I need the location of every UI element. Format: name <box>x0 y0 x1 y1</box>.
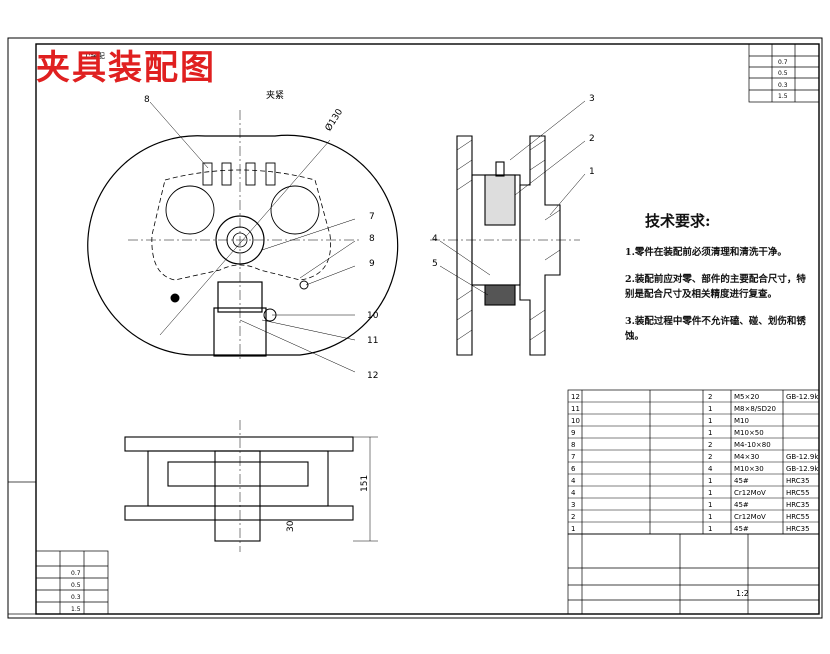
outer-border <box>7 37 823 619</box>
parts-cell-qty: 1 <box>708 417 712 425</box>
parts-cell-no: 7 <box>571 453 575 461</box>
parts-cell-spec: M5×20 <box>734 393 759 401</box>
tech-req-item: 3.装配过程中零件不允许磕、碰、划伤和锈蚀。 <box>625 316 806 342</box>
parts-cell-spec: M4-10×80 <box>734 441 771 449</box>
callout: 1 <box>589 167 595 177</box>
tr-table-value: 0.7 <box>778 59 788 66</box>
parts-cell-qty: 2 <box>708 453 712 461</box>
scale-value: 1:2 <box>736 589 749 598</box>
parts-cell-std: GB-12.9k <box>786 465 819 473</box>
front-view <box>87 110 399 360</box>
drawing-title: 夹具装配图 <box>36 48 216 88</box>
section-view <box>430 135 580 356</box>
tech-req-item: 2.装配前应对零、部件的主要配合尺寸，特别是配合尺寸及相关精度进行复查。 <box>625 274 806 300</box>
tech-req-item: 1.零件在装配前必须清理和清洗干净。 <box>625 247 787 258</box>
parts-cell-no: 12 <box>571 393 580 401</box>
parts-cell-spec: M10×30 <box>734 465 764 473</box>
callout: 11 <box>367 336 378 346</box>
bottom-view <box>124 420 378 552</box>
diameter-label: Ø130 <box>323 107 345 134</box>
dimension-base: 30 <box>286 520 296 532</box>
parts-cell-spec: M10×50 <box>734 429 764 437</box>
left-table-value: 1.5 <box>71 606 81 613</box>
parts-cell-std: HRC35 <box>786 477 810 485</box>
tr-table-value: 0.3 <box>778 82 788 89</box>
callout: 2 <box>589 134 595 144</box>
left-table-value: 0.5 <box>71 582 81 589</box>
callout: 3 <box>589 94 595 104</box>
technical-requirements: 技术要求: 1.零件在装配前必须清理和清洗干净。 2.装配前应对零、部件的主要配… <box>625 210 815 356</box>
callout: 10 <box>367 311 379 321</box>
parts-cell-spec: Cr12MoV <box>734 489 766 497</box>
callout: 8 <box>144 95 150 105</box>
parts-cell-std: HRC35 <box>786 525 810 533</box>
parts-cell-qty: 1 <box>708 405 712 413</box>
parts-cell-spec: M4×30 <box>734 453 759 461</box>
parts-cell-spec: Cr12MoV <box>734 513 766 521</box>
callout: 9 <box>369 259 375 269</box>
left-table <box>7 481 109 615</box>
parts-cell-qty: 2 <box>708 393 712 401</box>
parts-cell-no: 4 <box>571 489 576 497</box>
callout: 12 <box>367 371 378 381</box>
callout: 7 <box>369 212 375 222</box>
corner-label: 1:装配 <box>84 51 105 60</box>
parts-cell-spec: M8×8/SD20 <box>734 405 776 413</box>
parts-cell-spec: M10 <box>734 417 749 425</box>
inner-border <box>35 43 820 615</box>
parts-cell-no: 9 <box>571 429 575 437</box>
parts-cell-std: GB-12.9k <box>786 453 819 461</box>
tr-table-value: 1.5 <box>778 93 788 100</box>
parts-cell-qty: 1 <box>708 513 712 521</box>
parts-cell-qty: 2 <box>708 441 712 449</box>
callout: 4 <box>432 234 438 244</box>
tr-table-value: 0.5 <box>778 70 788 77</box>
parts-cell-spec: 45# <box>734 501 749 509</box>
parts-cell-spec: 45# <box>734 477 749 485</box>
callout: 8 <box>369 234 375 244</box>
top-right-table <box>748 43 820 103</box>
parts-cell-no: 11 <box>571 405 580 413</box>
parts-cell-std: HRC35 <box>786 501 810 509</box>
parts-cell-std: HRC55 <box>786 513 810 521</box>
parts-list-grid <box>567 389 820 615</box>
parts-cell-spec: 45# <box>734 525 749 533</box>
parts-cell-no: 2 <box>571 513 575 521</box>
parts-cell-no: 6 <box>571 465 576 473</box>
parts-cell-qty: 1 <box>708 501 712 509</box>
dimension-height: 151 <box>360 475 370 492</box>
parts-cell-no: 4 <box>571 477 576 485</box>
parts-cell-no: 10 <box>571 417 580 425</box>
tech-req-heading: 技术要求: <box>645 212 711 230</box>
left-table-value: 0.7 <box>71 570 81 577</box>
clamp-label: 夹紧 <box>266 89 284 101</box>
left-table-value: 0.3 <box>71 594 81 601</box>
parts-cell-std: HRC55 <box>786 489 810 497</box>
parts-cell-no: 1 <box>571 525 575 533</box>
callout: 5 <box>432 259 438 269</box>
parts-cell-qty: 1 <box>708 477 712 485</box>
parts-cell-no: 3 <box>571 501 575 509</box>
parts-cell-qty: 4 <box>708 465 713 473</box>
parts-cell-std: GB-12.9k <box>786 393 819 401</box>
parts-cell-qty: 1 <box>708 525 712 533</box>
parts-cell-no: 8 <box>571 441 575 449</box>
parts-cell-qty: 1 <box>708 429 712 437</box>
parts-cell-qty: 1 <box>708 489 712 497</box>
